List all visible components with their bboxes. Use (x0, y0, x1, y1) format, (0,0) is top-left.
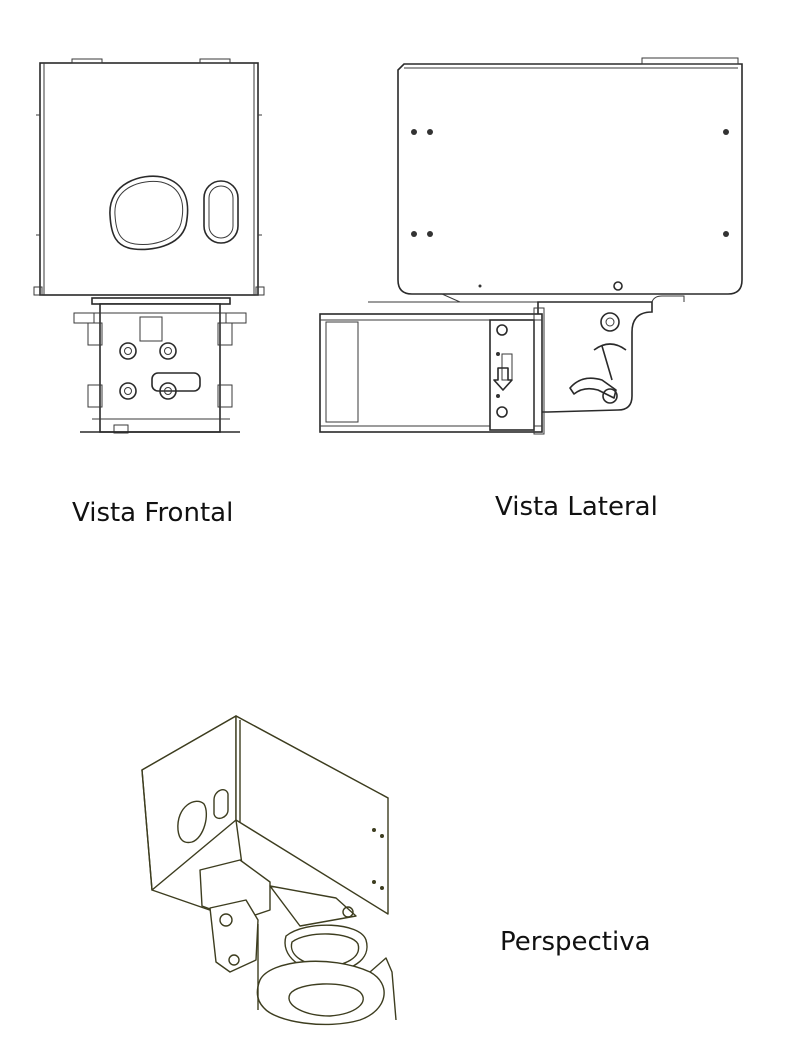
perspective-mount-arm (209, 899, 259, 973)
front-view-drawing (30, 55, 270, 440)
front-mount-plate (91, 297, 231, 305)
side-view-svg (319, 57, 743, 435)
perspective-base-plate (256, 960, 385, 1026)
perspective-lens-window (177, 800, 208, 844)
lens-window (109, 175, 189, 251)
side-mount-arm (537, 301, 653, 413)
side-housing-body (397, 63, 743, 295)
front-view-svg (33, 58, 265, 434)
side-view-drawing (312, 50, 752, 440)
front-view-caption: Vista Frontal (72, 498, 234, 528)
front-housing-body (39, 62, 259, 296)
perspective-view-drawing (130, 710, 410, 1045)
perspective-view-caption: Perspectiva (500, 927, 651, 957)
perspective-side-face (235, 715, 389, 915)
perspective-view-svg (141, 715, 397, 1026)
side-view-caption: Vista Lateral (495, 492, 658, 522)
front-mount-bracket (99, 303, 221, 433)
direction-arrow-icon (493, 367, 513, 391)
slot-window (203, 180, 239, 244)
